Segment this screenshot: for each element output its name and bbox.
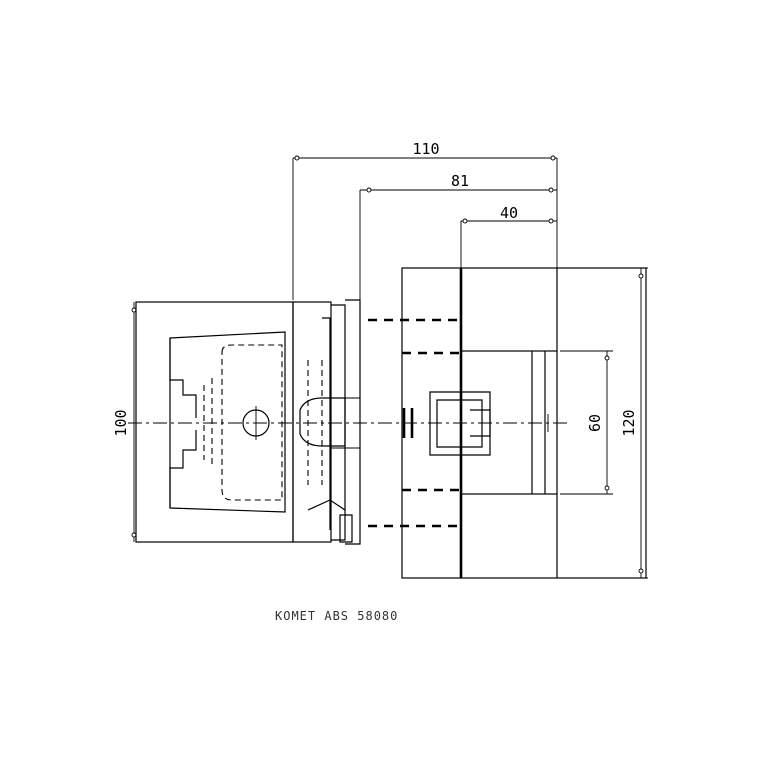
dim-height-right-label: 120 [620, 409, 638, 436]
left-shank-body [135, 301, 294, 543]
drawing-caption: KOMET ABS 58080 [275, 609, 398, 623]
dim-height-left-label: 100 [112, 409, 130, 436]
dim-length-c-label: 40 [500, 204, 518, 222]
dim-bore-diameter [560, 350, 613, 495]
middle-clamp-body [292, 299, 361, 545]
dim-length-b-label: 81 [451, 172, 469, 190]
dim-length-c [460, 218, 557, 268]
dim-height-left [131, 302, 137, 542]
dim-overall-length-label: 110 [412, 140, 439, 158]
dim-length-b [359, 187, 557, 303]
dim-overall-length [292, 155, 558, 300]
dim-bore-diameter-label: 60 [586, 414, 604, 432]
